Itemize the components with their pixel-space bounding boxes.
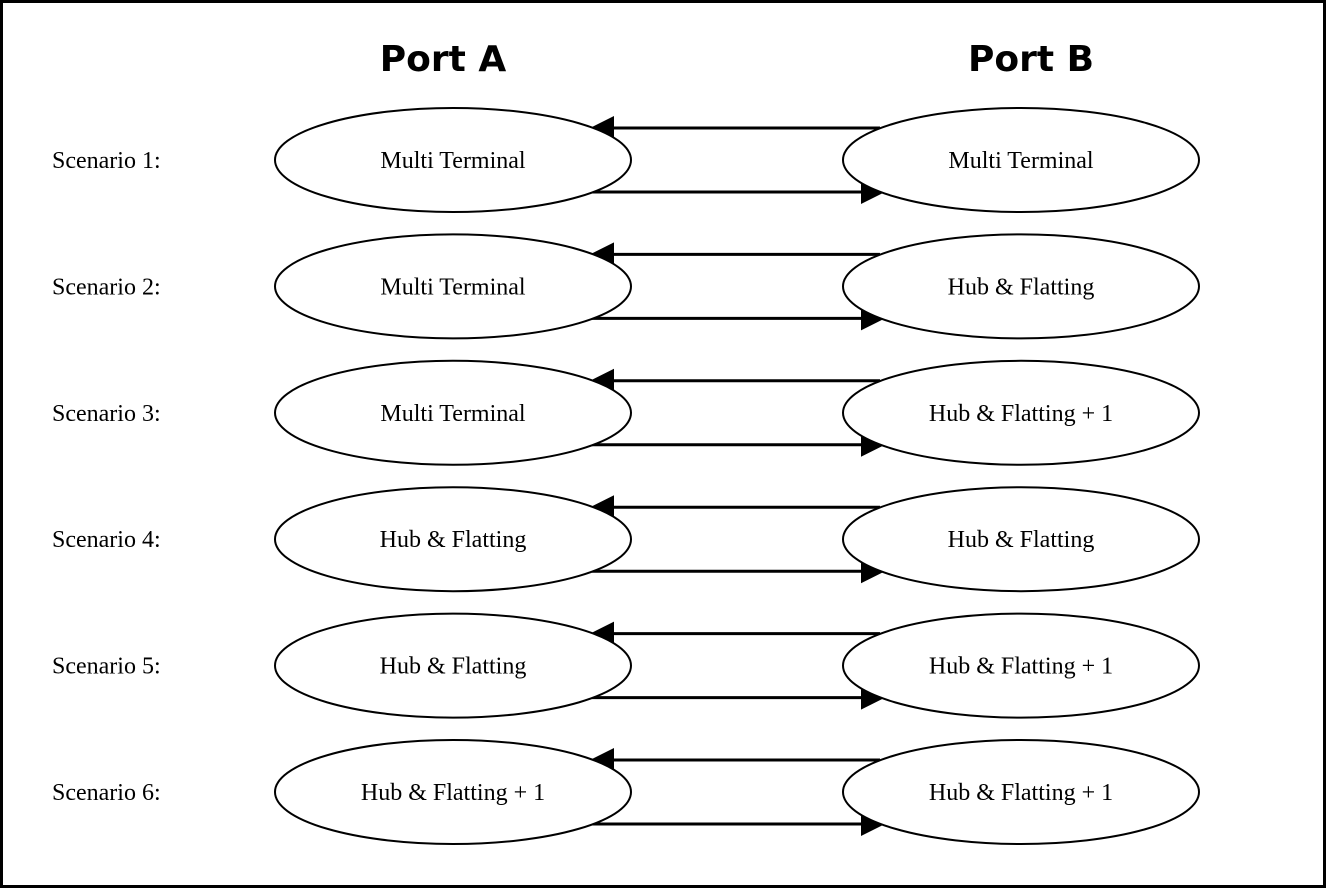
scenario-label: Scenario 5: xyxy=(52,654,161,680)
port-b-node-label: Hub & Flatting + 1 xyxy=(929,654,1113,680)
scenario-label: Scenario 6: xyxy=(52,780,161,806)
port-a-node xyxy=(274,233,632,340)
port-b-node-label: Hub & Flatting + 1 xyxy=(929,780,1113,806)
port-b-node xyxy=(842,612,1200,719)
port-a-title: Port A xyxy=(380,39,507,80)
port-b-node xyxy=(842,486,1200,593)
port-a-node xyxy=(274,486,632,593)
scenario-label: Scenario 1: xyxy=(52,148,161,174)
scenario-row: Scenario 3: Multi Terminal Hub & Flatting … xyxy=(52,359,1200,466)
port-b-node xyxy=(842,359,1200,466)
port-b-node xyxy=(842,107,1200,213)
port-b-node-label: Hub & Flatting + 1 xyxy=(929,401,1113,427)
port-a-node-label: Hub & Flatting xyxy=(380,527,527,553)
port-b-title: Port B xyxy=(968,39,1094,80)
scenario-label: Scenario 4: xyxy=(52,527,161,553)
scenario-row: Scenario 4: Hub & Flatting Hub & Flatting xyxy=(52,486,1200,593)
port-a-node-label: Hub & Flatting xyxy=(380,654,527,680)
port-b-node xyxy=(842,739,1200,845)
port-a-node-label: Multi Terminal xyxy=(380,274,526,300)
scenario-row: Scenario 2: Multi Terminal Hub & Flatting xyxy=(52,233,1200,340)
scenario-label: Scenario 2: xyxy=(52,274,161,300)
port-a-node xyxy=(274,107,632,213)
scenario-row: Scenario 1: Multi Terminal Multi Terminal xyxy=(52,107,1200,213)
scenario-row: Scenario 6: Hub & Flatting + 1 Hub & Flatt… xyxy=(52,739,1200,845)
port-b-node-label: Multi Terminal xyxy=(948,148,1094,174)
port-b-node-label: Hub & Flatting xyxy=(948,527,1095,553)
port-a-node-label: Hub & Flatting + 1 xyxy=(361,780,545,806)
port-b-node-label: Hub & Flatting xyxy=(948,274,1095,300)
port-b-node xyxy=(842,233,1200,340)
scenario-row: Scenario 5: Hub & Flatting Hub & Flatting … xyxy=(52,612,1200,719)
port-a-node-label: Multi Terminal xyxy=(380,148,526,174)
port-a-node xyxy=(274,739,632,845)
port-a-node xyxy=(274,359,632,466)
port-a-node xyxy=(274,612,632,719)
scenario-label: Scenario 3: xyxy=(52,401,161,427)
port-a-node-label: Multi Terminal xyxy=(380,401,526,427)
